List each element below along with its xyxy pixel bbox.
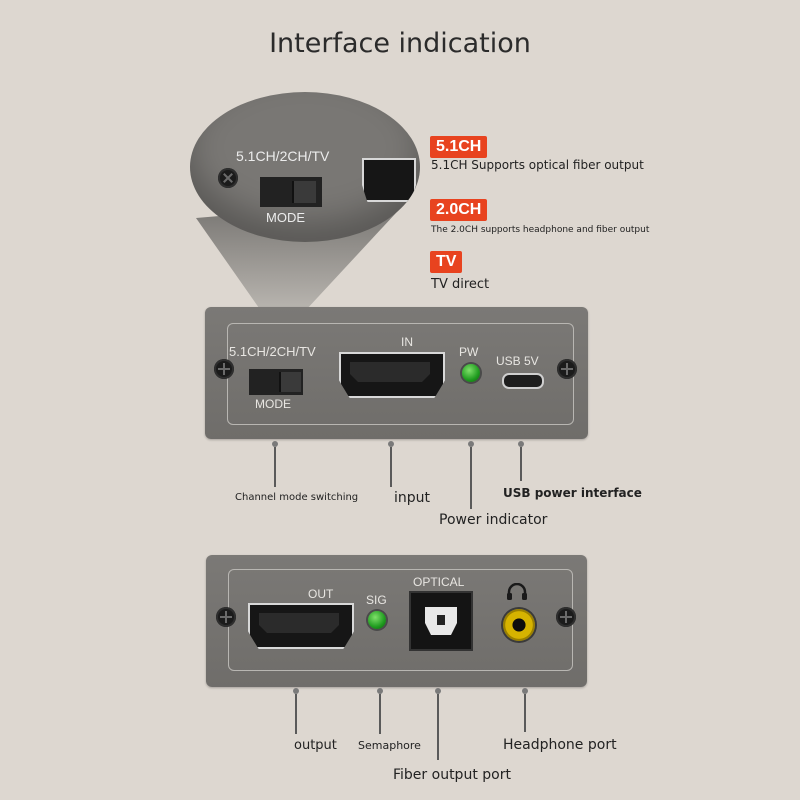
device-rear-panel: OUT SIG OPTICAL	[206, 555, 587, 687]
annotation-semaphore: Semaphore	[358, 739, 421, 752]
pointer-line	[379, 694, 381, 734]
pointer-line	[437, 694, 439, 760]
screw-icon	[218, 168, 238, 188]
sig-label: SIG	[366, 593, 387, 607]
mode-badge-tv: TV	[430, 251, 463, 273]
zoom-mode-options: 5.1CH/2CH/TV	[236, 148, 330, 164]
pointer-dot	[388, 441, 394, 447]
pointer-dot	[377, 688, 383, 694]
annotation-power: Power indicator	[439, 512, 548, 528]
optical-port[interactable]	[409, 591, 473, 651]
mode-badge-20ch: 2.0CH	[430, 199, 488, 221]
mode-options-label: 5.1CH/2CH/TV	[229, 344, 316, 359]
optical-socket-icon	[425, 607, 457, 635]
page-title: Interface indication	[269, 28, 531, 59]
pointer-line	[390, 447, 392, 487]
mode-desc-51ch: 5.1CH Supports optical fiber output	[431, 158, 644, 172]
screw-icon	[216, 607, 236, 627]
annotation-headphone: Headphone port	[503, 737, 617, 753]
pointer-dot	[522, 688, 528, 694]
annotation-fiber: Fiber output port	[393, 767, 511, 783]
usb-label: USB 5V	[496, 354, 539, 368]
annotation-input: input	[394, 490, 431, 506]
headphone-jack[interactable]	[503, 609, 535, 641]
pointer-dot	[293, 688, 299, 694]
pointer-line	[470, 447, 472, 509]
zoom-mode-label: MODE	[266, 210, 305, 225]
screw-icon	[556, 607, 576, 627]
pointer-dot	[272, 441, 278, 447]
annotation-channel-mode: Channel mode switching	[235, 492, 359, 503]
pointer-dot	[518, 441, 524, 447]
annotation-usb: USB power interface	[503, 486, 642, 500]
pointer-dot	[468, 441, 474, 447]
pointer-line	[520, 447, 522, 481]
zoom-mode-switch	[260, 177, 322, 207]
hdmi-input-port[interactable]	[339, 352, 445, 398]
mode-badge-51ch: 5.1CH	[430, 136, 488, 158]
zoom-lens: 5.1CH/2CH/TV MODE	[190, 92, 420, 242]
pointer-line	[524, 694, 526, 732]
mode-switch[interactable]	[249, 369, 303, 395]
power-led	[462, 364, 480, 382]
mode-label: MODE	[255, 397, 291, 411]
signal-led	[368, 611, 386, 629]
out-label: OUT	[308, 587, 334, 601]
hdmi-output-port[interactable]	[248, 603, 354, 649]
pointer-line	[295, 694, 297, 734]
device-front-panel: 5.1CH/2CH/TV MODE IN PW USB 5V	[205, 307, 588, 439]
screw-icon	[557, 359, 577, 379]
pointer-dot	[435, 688, 441, 694]
in-label: IN	[401, 335, 413, 349]
mode-desc-tv: TV direct	[431, 277, 490, 292]
pointer-line	[274, 447, 276, 487]
optical-label: OPTICAL	[413, 575, 465, 589]
hdmi-port-icon	[362, 158, 416, 202]
annotation-output: output	[294, 738, 337, 753]
screw-icon	[214, 359, 234, 379]
pw-label: PW	[459, 345, 479, 359]
usb-port[interactable]	[502, 373, 544, 389]
mode-desc-20ch: The 2.0CH supports headphone and fiber o…	[431, 225, 650, 235]
headphone-icon	[507, 583, 527, 600]
